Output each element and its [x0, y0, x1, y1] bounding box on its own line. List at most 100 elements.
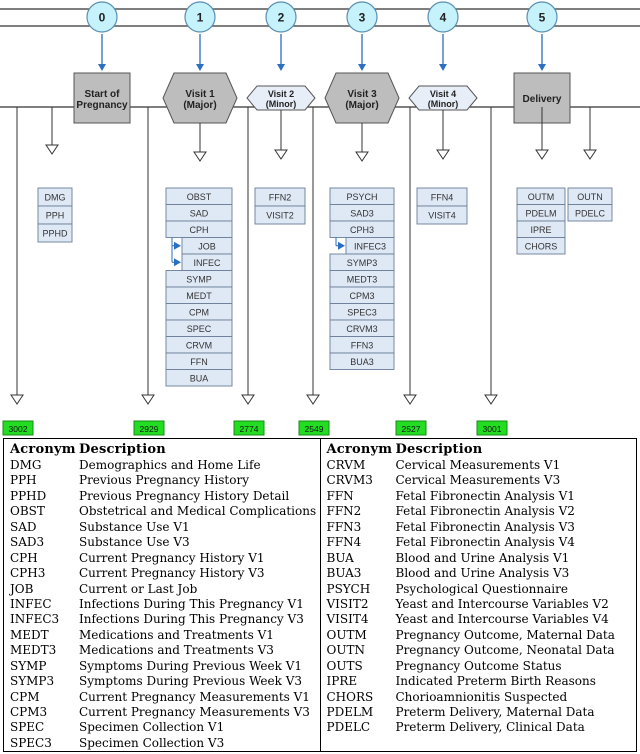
legend-description: Current Pregnancy History V3 — [79, 566, 265, 581]
form-label: BUA — [190, 373, 209, 383]
branch-triangle — [583, 149, 597, 160]
sample-count-box — [298, 420, 330, 436]
form-label: IPRE — [530, 225, 551, 235]
legend-acronym: PPHD — [10, 488, 47, 503]
legend-acronym: SPEC3 — [10, 735, 52, 750]
legend-description: Previous Pregnancy History Detail — [79, 488, 290, 503]
legend-acronym: CPM3 — [10, 705, 48, 719]
legend-acronym: CPH — [10, 550, 38, 565]
legend-description: Pregnancy Outcome Status — [395, 658, 562, 673]
legend-description: Fetal Fibronectin Analysis V1 — [395, 488, 575, 503]
legend-description: Blood and Urine Analysis V3 — [395, 566, 570, 581]
sample-count: 2929 — [140, 424, 159, 434]
form-label: SYMP3 — [347, 258, 378, 268]
form-label: CPM — [189, 307, 209, 317]
branch-triangle — [193, 151, 207, 162]
legend-description: Infections During This Pregnancy V1 — [79, 596, 304, 611]
legend-description: Current Pregnancy Measurements V3 — [79, 705, 310, 719]
legend-acronym: SYMP — [10, 658, 47, 673]
form-label: PDELC — [575, 208, 606, 218]
form-label: VISIT2 — [266, 211, 294, 221]
branch-triangle — [355, 151, 369, 162]
legend-acronym: PDELM — [326, 705, 374, 719]
legend-row: SYMP Symptoms During Previous Week V1 — [10, 659, 320, 674]
milestone-label: (Major) — [345, 100, 378, 111]
legend-acronym: PDELC — [326, 720, 371, 735]
legend-description: Substance Use V1 — [79, 519, 190, 534]
form-box — [37, 223, 73, 243]
form-label: CPM3 — [349, 291, 374, 301]
legend-description: Infections During This Pregnancy V3 — [79, 612, 304, 627]
sample-count: 3002 — [9, 424, 28, 434]
milestone-label: (Minor) — [266, 99, 297, 109]
legend-acronym: VISIT4 — [326, 612, 369, 627]
sample-count-box — [476, 420, 508, 436]
legend-header-description: Description — [395, 442, 483, 457]
count-triangle — [484, 394, 498, 405]
legend-description: Symptoms During Previous Week V1 — [79, 658, 303, 673]
legend-description: Pregnancy Outcome, Neonatal Data — [395, 643, 615, 658]
legend-description: Substance Use V3 — [79, 535, 190, 550]
milestone-label: Visit 4 — [430, 89, 456, 99]
milestone-number: 2 — [278, 11, 285, 25]
form-label: SPEC3 — [347, 307, 377, 317]
milestone-number-circle — [346, 1, 378, 33]
legend-header-acronym: Acronym — [10, 442, 76, 457]
legend-description: Cervical Measurements V1 — [395, 458, 561, 472]
branch-triangle — [535, 149, 549, 160]
legend-row: CPM3 Current Pregnancy Measurements V3 — [10, 705, 320, 720]
milestone-number: 0 — [99, 11, 106, 25]
form-label: SPEC — [187, 324, 212, 334]
legend-row: PPHD Previous Pregnancy History Detail — [10, 489, 320, 504]
form-box — [416, 205, 468, 225]
sample-count: 2774 — [240, 424, 259, 434]
milestone-hexagon — [246, 85, 316, 111]
milestone-label: (Major) — [183, 100, 216, 111]
form-label: MEDT3 — [347, 274, 378, 284]
legend-description: Indicated Preterm Birth Reasons — [395, 674, 596, 689]
legend-description: Current Pregnancy Measurements V1 — [79, 689, 310, 704]
milestone-label: Pregnancy — [76, 100, 128, 111]
milestone-number: 1 — [197, 11, 204, 25]
form-label: SAD — [190, 208, 209, 218]
milestone-number-circle — [86, 1, 118, 33]
form-label: OUTM — [528, 192, 555, 202]
milestone-number-circle — [526, 1, 558, 33]
sample-count: 3001 — [483, 424, 502, 434]
legend-acronym: OUTM — [326, 627, 367, 642]
form-label: CRVM — [186, 340, 212, 350]
form-label: FFN — [190, 357, 208, 367]
legend-acronym: CRVM3 — [326, 473, 373, 488]
form-label: CRVM3 — [346, 324, 377, 334]
legend-row: CRVM Cervical Measurements V1 — [327, 458, 637, 473]
milestone-label: Visit 1 — [185, 89, 215, 100]
form-label: CHORS — [525, 241, 558, 251]
count-triangle — [306, 394, 320, 405]
legend-description: Psychological Questionnaire — [395, 581, 568, 596]
legend-acronym: OBST — [10, 504, 45, 519]
legend-description: Yeast and Intercourse Variables V4 — [395, 612, 609, 627]
form-label: OBST — [187, 192, 212, 202]
legend-header: Acronym Description — [10, 441, 320, 458]
legend-acronym: CRVM — [326, 458, 366, 472]
form-label: INFEC — [194, 258, 222, 268]
legend-acronym: PSYCH — [326, 581, 371, 596]
milestone-number: 3 — [359, 11, 366, 25]
